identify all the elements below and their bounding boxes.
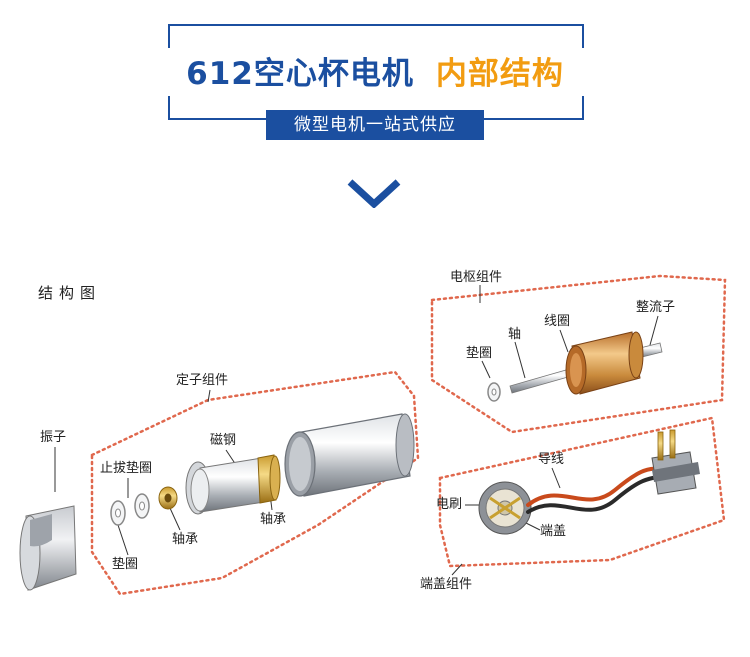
lead-wire-part [526,466,662,514]
coil-part [565,331,644,395]
label-shaft: 轴 [508,327,522,342]
vibrator-part [19,505,77,591]
diagram-heading: 结构图 [38,284,102,302]
label-bearing-left: 轴承 [172,532,199,547]
label-brush: 电刷 [436,497,463,512]
armature-washer-part [487,382,501,402]
label-armature-washer: 垫圈 [466,346,493,361]
label-end-cap-group: 端盖组件 [420,577,473,592]
subtitle-banner: 微型电机一站式供应 [266,110,484,140]
magnet-part [185,454,281,515]
connector-part [651,429,700,495]
label-washer: 垫圈 [112,557,139,572]
armature-group-outline [430,274,727,434]
stator-group-outline [90,370,420,596]
bearing-left-part [158,486,178,510]
header-frame-top [168,24,584,48]
label-commutator: 整流子 [636,300,676,315]
label-coil: 线圈 [544,314,571,329]
housing-part [284,413,415,497]
title-sub: 内部结构 [435,56,564,92]
label-end-cap: 端盖 [540,524,567,539]
label-stator-group: 定子组件 [176,373,229,388]
label-lead-wire: 导线 [538,452,565,467]
label-magnet: 磁钢 [210,433,237,448]
end-cap-part [478,481,532,535]
chevron-down-icon [347,179,401,208]
label-bearing-right: 轴承 [260,512,287,527]
end-cap-group-outline [438,416,726,568]
page-title: 612空心杯电机内部结构 [0,48,750,93]
title-main: 612空心杯电机 [186,56,414,92]
label-armature-group: 电枢组件 [450,270,503,285]
stop-washer-part [134,493,150,519]
washer-part [110,500,126,526]
label-stop-washer: 止拔垫圈 [100,461,153,476]
label-vibrator: 振子 [40,430,67,445]
